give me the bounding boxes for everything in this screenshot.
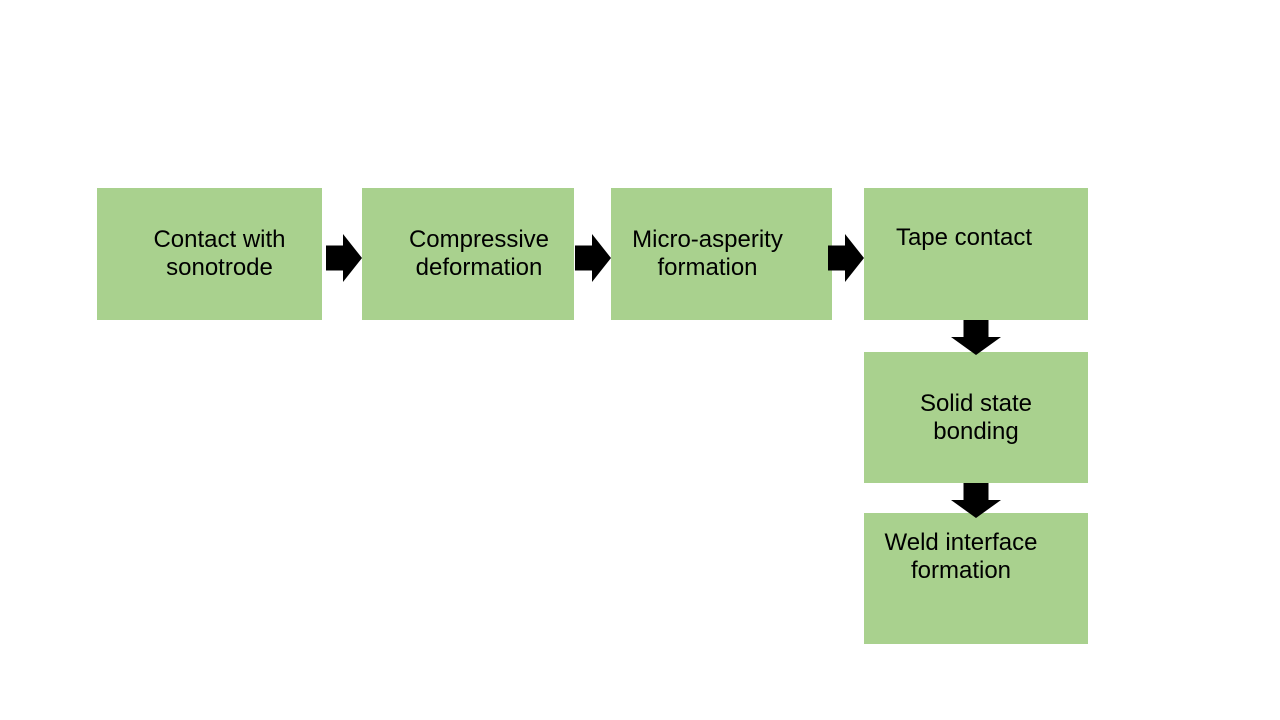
flow-step-tape-contact: Tape contact: [864, 188, 1088, 320]
flow-step-label: Weld interface formation: [884, 529, 1038, 584]
flow-step-label: Micro-asperity formation: [632, 226, 783, 281]
arrow-right-icon: [575, 234, 611, 282]
flow-step-label: Solid state bonding: [919, 389, 1033, 445]
flow-step-label: Compressive deformation: [408, 226, 550, 281]
flow-step-weld-interface-formation: Weld interface formation: [864, 513, 1088, 644]
flow-step-micro-asperity-formation: Micro-asperity formation: [611, 188, 832, 320]
arrow-down-icon: [951, 320, 1001, 355]
flow-step-contact-with-sonotrode: Contact with sonotrode: [97, 188, 322, 320]
arrow-right-icon: [326, 234, 362, 282]
flow-step-compressive-deformation: Compressive deformation: [362, 188, 574, 320]
flow-step-solid-state-bonding: Solid state bonding: [864, 352, 1088, 483]
flow-step-label: Contact with sonotrode: [153, 226, 286, 281]
arrow-right-icon: [828, 234, 864, 282]
arrow-down-icon: [951, 483, 1001, 518]
flow-step-label: Tape contact: [895, 224, 1033, 251]
